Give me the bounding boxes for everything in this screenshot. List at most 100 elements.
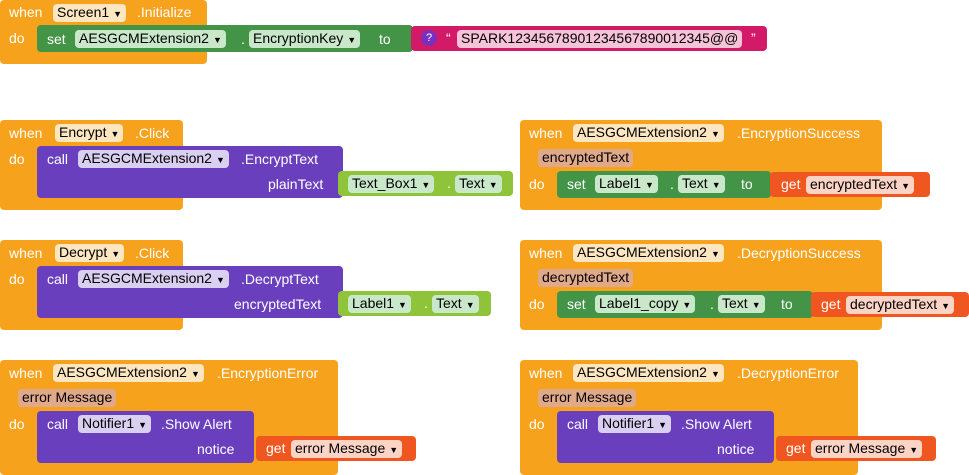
method-call-block[interactable]: call Notifier1▼ .Show Alert notice	[557, 411, 774, 463]
component-dropdown-label: AESGCMExtension2	[57, 364, 187, 380]
variable-dropdown[interactable]: encryptedText▼	[806, 176, 915, 194]
call-keyword: call	[47, 151, 69, 167]
when-keyword: when	[529, 365, 563, 381]
event-name: .EncryptionSuccess	[737, 125, 860, 141]
set-component-label: AESGCMExtension2	[79, 30, 209, 46]
getter-component-dropdown[interactable]: Label1▼	[348, 295, 411, 313]
get-variable-block[interactable]: get error Message▼	[776, 436, 936, 461]
do-keyword: do	[9, 151, 25, 167]
do-keyword: do	[9, 271, 25, 287]
set-property-dropdown[interactable]: Text▼	[718, 295, 765, 313]
get-keyword: get	[266, 440, 286, 456]
set-keyword: set	[567, 176, 586, 192]
method-name: .Show Alert	[681, 416, 752, 432]
get-variable-block[interactable]: get error Message▼	[256, 436, 416, 461]
chevron-down-icon: ▼	[710, 129, 720, 139]
help-icon[interactable]: ?	[421, 30, 437, 46]
getter-property-label: Text	[459, 175, 485, 191]
getter-property-dropdown[interactable]: Text▼	[432, 295, 479, 313]
component-dropdown[interactable]: Encrypt▼	[55, 124, 124, 142]
get-variable-block[interactable]: get encryptedText▼	[770, 172, 930, 197]
event-name: .Click	[135, 245, 170, 261]
chevron-down-icon: ▼	[190, 369, 200, 379]
call-keyword: call	[47, 271, 69, 287]
component-dropdown-label: Encrypt	[59, 124, 107, 140]
component-property-getter-block[interactable]: Label1▼ . Text▼	[338, 291, 491, 316]
event-name: .EncryptionError	[217, 365, 319, 381]
get-keyword: get	[781, 176, 801, 192]
chevron-down-icon: ▼	[710, 249, 720, 259]
chevron-down-icon: ▼	[658, 420, 668, 430]
dot-separator: .	[241, 31, 245, 47]
chevron-down-icon: ▼	[347, 35, 357, 45]
method-call-block[interactable]: call AESGCMExtension2▼ .EncryptText plai…	[37, 146, 343, 198]
chevron-down-icon: ▼	[111, 249, 121, 259]
chevron-down-icon: ▼	[138, 420, 148, 430]
to-keyword: to	[781, 296, 793, 312]
do-keyword: do	[9, 416, 25, 432]
do-keyword: do	[9, 30, 25, 46]
component-dropdown[interactable]: Decrypt▼	[55, 244, 125, 262]
variable-label: decryptedText	[850, 296, 938, 312]
call-component-dropdown[interactable]: Notifier1▼	[78, 415, 152, 433]
call-component-dropdown[interactable]: Notifier1▼	[598, 415, 672, 433]
chevron-down-icon: ▼	[212, 35, 222, 45]
when-keyword: when	[9, 365, 43, 381]
call-component-label: AESGCMExtension2	[82, 270, 212, 286]
event-name: .Initialize	[137, 4, 192, 20]
variable-label: error Message	[815, 440, 906, 456]
method-call-block[interactable]: call Notifier1▼ .Show Alert notice	[37, 411, 254, 463]
call-component-dropdown[interactable]: AESGCMExtension2▼	[78, 150, 229, 168]
set-property-block[interactable]: set Label1_copy▼ . Text▼ to	[557, 291, 813, 318]
method-call-block[interactable]: call AESGCMExtension2▼ .DecryptText encr…	[37, 266, 343, 318]
component-dropdown[interactable]: Screen1▼	[53, 4, 127, 22]
set-component-dropdown[interactable]: Label1_copy▼	[595, 295, 696, 313]
call-keyword: call	[47, 416, 69, 432]
chevron-down-icon: ▼	[215, 275, 225, 285]
event-parameter[interactable]: error Message	[538, 389, 637, 407]
chevron-down-icon: ▼	[215, 155, 225, 165]
chevron-down-icon: ▼	[645, 180, 654, 190]
component-dropdown[interactable]: AESGCMExtension2▼	[573, 124, 724, 142]
component-dropdown[interactable]: AESGCMExtension2▼	[53, 364, 204, 382]
set-property-block[interactable]: set AESGCMExtension2▼ . EncryptionKey▼ t…	[37, 25, 413, 52]
event-parameter[interactable]: error Message	[18, 389, 117, 407]
set-property-dropdown[interactable]: EncryptionKey▼	[249, 30, 361, 48]
set-property-dropdown[interactable]: Text▼	[678, 175, 725, 193]
variable-dropdown[interactable]: error Message▼	[291, 440, 403, 458]
variable-dropdown[interactable]: decryptedText▼	[846, 296, 955, 314]
event-parameter[interactable]: decryptedText	[538, 269, 634, 287]
open-quote: “	[446, 30, 451, 46]
method-name: .DecryptText	[241, 271, 319, 287]
argument-label: notice	[197, 441, 235, 457]
set-component-dropdown[interactable]: Label1▼	[595, 175, 658, 193]
variable-label: encryptedText	[810, 176, 898, 192]
when-keyword: when	[9, 125, 43, 141]
getter-property-dropdown[interactable]: Text▼	[455, 175, 502, 193]
set-property-label: Text	[722, 295, 748, 311]
event-parameter[interactable]: encryptedText	[538, 149, 634, 167]
close-quote: ”	[751, 30, 756, 46]
do-keyword: do	[529, 296, 545, 312]
chevron-down-icon: ▼	[710, 369, 720, 379]
get-keyword: get	[821, 296, 841, 312]
component-property-getter-block[interactable]: Text_Box1▼ . Text▼	[338, 171, 513, 196]
set-keyword: set	[567, 296, 586, 312]
dot-separator: .	[710, 296, 714, 312]
component-dropdown[interactable]: AESGCMExtension2▼	[573, 364, 724, 382]
variable-label: error Message	[295, 440, 386, 456]
variable-dropdown[interactable]: error Message▼	[811, 440, 923, 458]
set-keyword: set	[47, 31, 66, 47]
call-component-dropdown[interactable]: AESGCMExtension2▼	[78, 270, 229, 288]
chevron-down-icon: ▼	[110, 129, 120, 139]
component-dropdown[interactable]: AESGCMExtension2▼	[573, 244, 724, 262]
getter-component-dropdown[interactable]: Text_Box1▼	[348, 175, 435, 193]
set-component-dropdown[interactable]: AESGCMExtension2▼	[75, 30, 226, 48]
get-keyword: get	[786, 440, 806, 456]
encryption-key-text-field[interactable]: SPARK12345678901234567890012345@@	[457, 30, 743, 48]
set-property-label: Text	[682, 175, 708, 191]
set-property-block[interactable]: set Label1▼ . Text▼ to	[557, 171, 771, 198]
component-dropdown-label: AESGCMExtension2	[577, 124, 707, 140]
text-string-block[interactable]: ? “ SPARK12345678901234567890012345@@ ”	[411, 26, 767, 51]
get-variable-block[interactable]: get decryptedText▼	[811, 292, 969, 317]
